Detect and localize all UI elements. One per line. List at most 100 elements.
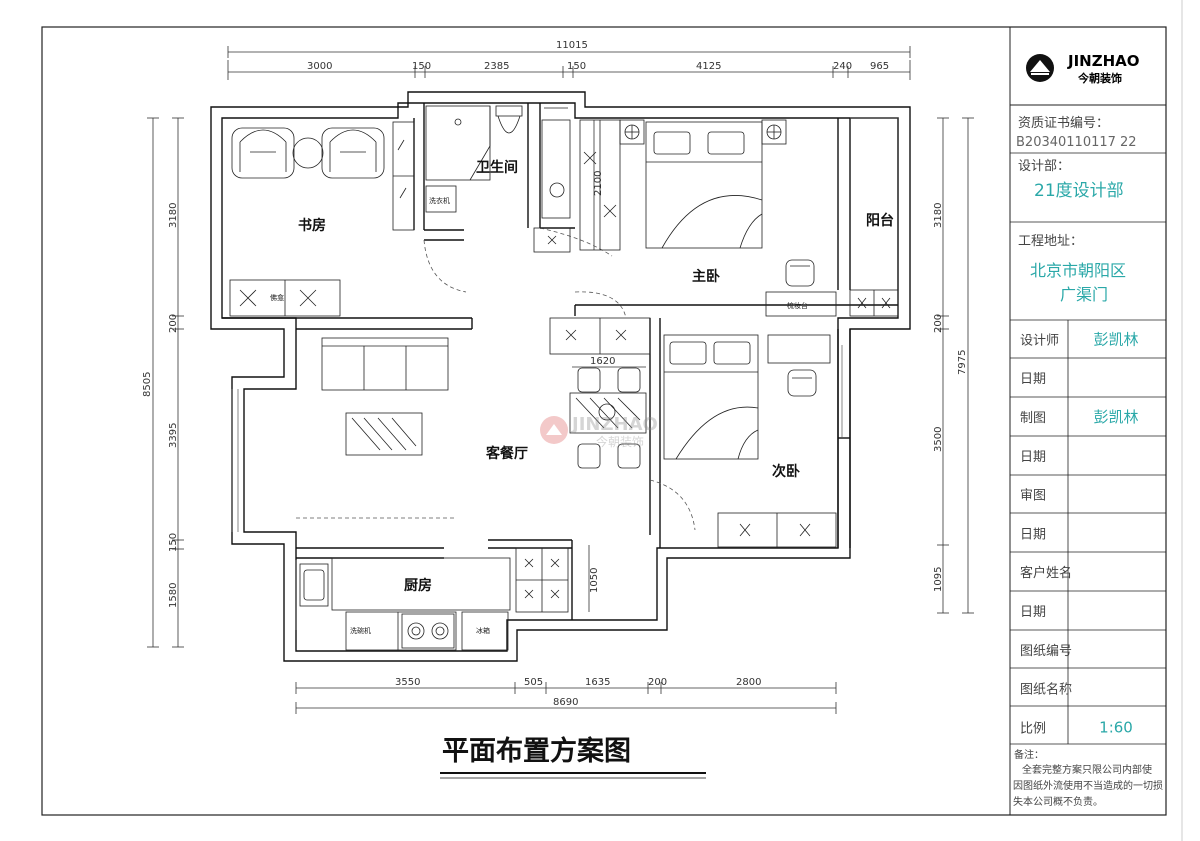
second-bedroom-furniture bbox=[663, 334, 837, 548]
balcony-cabinet bbox=[849, 289, 899, 317]
dept-value: 21度设计部 bbox=[1034, 181, 1124, 201]
fridge-label: 冰箱 bbox=[476, 626, 490, 635]
company-logo: JINZHAO 今朝装饰 bbox=[1026, 52, 1140, 85]
dim-right-seg-4: 1095 bbox=[933, 567, 944, 592]
dim-bottom-total: 8690 bbox=[553, 697, 578, 708]
fridge bbox=[461, 611, 509, 651]
cabinet-row bbox=[549, 317, 651, 355]
dim-wardrobe: 2100 bbox=[593, 171, 604, 196]
title-block-row-label: 客户姓名 bbox=[1020, 565, 1072, 581]
dim-left-seg-4: 150 bbox=[168, 533, 179, 552]
dim-top-seg-4: 150 bbox=[567, 61, 586, 72]
side-table bbox=[292, 137, 324, 169]
dining-chair-4 bbox=[617, 443, 641, 469]
note-line-3: 失本公司概不负责。 bbox=[1013, 795, 1103, 808]
note-line-1: 全套完整方案只限公司内部使 bbox=[1022, 763, 1152, 776]
title-block-row-label: 图纸编号 bbox=[1020, 644, 1072, 659]
kitchen-counter bbox=[331, 557, 511, 611]
watermark: JINZHAO 今朝装饰 bbox=[540, 414, 658, 449]
dim-dining-table: 1620 bbox=[590, 356, 615, 367]
dim-top-seg-1: 3000 bbox=[307, 61, 332, 72]
title-block-row-value: 彭凯林 bbox=[1093, 330, 1138, 348]
dim-top-seg-2: 150 bbox=[412, 61, 431, 72]
shower-drain-icon bbox=[454, 118, 462, 126]
coffee-table bbox=[345, 412, 423, 456]
windows bbox=[231, 117, 898, 630]
title-block: JINZHAO 今朝装饰 资质证书编号： B20340110117 22 设计部… bbox=[1009, 27, 1166, 815]
dim-top-seg-3: 2385 bbox=[484, 61, 509, 72]
living-dining-furniture bbox=[321, 317, 651, 469]
bookcase-label: 佛龛 bbox=[270, 293, 284, 302]
logo-brand-name: JINZHAO bbox=[1067, 52, 1140, 70]
watermark-en: JINZHAO bbox=[570, 414, 658, 435]
dim-left-seg-5: 1580 bbox=[168, 583, 179, 608]
dining-chair-1 bbox=[577, 367, 601, 393]
cert-number: B20340110117 22 bbox=[1016, 135, 1137, 150]
desk-chair bbox=[787, 369, 817, 397]
dim-left-seg-2: 200 bbox=[168, 314, 179, 333]
address-line-1: 北京市朝阳区 bbox=[1030, 261, 1126, 280]
title-block-row-label: 设计师 bbox=[1020, 333, 1059, 348]
title-block-row-value: 1:60 bbox=[1099, 718, 1133, 736]
room-label-balcony: 阳台 bbox=[866, 212, 894, 229]
dim-bottom-seg-2: 505 bbox=[524, 677, 543, 688]
dimension-labels: 11015 3000 150 2385 150 4125 240 965 355… bbox=[142, 40, 968, 708]
master-bed bbox=[645, 121, 763, 249]
title-block-row-label: 日期 bbox=[1020, 450, 1046, 465]
dim-right-seg-1: 3180 bbox=[933, 203, 944, 228]
dim-bottom-seg-4: 200 bbox=[648, 677, 667, 688]
title-block-row-value: 彭凯林 bbox=[1093, 408, 1138, 426]
room-label-master: 主卧 bbox=[692, 268, 720, 285]
second-bed bbox=[663, 334, 759, 460]
room-label-second: 次卧 bbox=[772, 463, 800, 480]
kitchen-fixtures bbox=[299, 547, 569, 651]
sofa bbox=[321, 337, 449, 391]
nightstand-left bbox=[619, 119, 645, 145]
dimension-lines bbox=[147, 46, 974, 714]
dim-left-seg-3: 3395 bbox=[168, 423, 179, 448]
dim-right-total: 7975 bbox=[957, 350, 968, 375]
door-swings bbox=[296, 227, 696, 531]
drawing-title: 平面布置方案图 bbox=[442, 735, 631, 767]
dim-top-seg-6: 240 bbox=[833, 61, 852, 72]
address-line-2: 广渠门 bbox=[1060, 285, 1108, 304]
dim-bottom-seg-3: 1635 bbox=[585, 677, 610, 688]
bookcase bbox=[229, 279, 341, 317]
title-block-row-label: 比例 bbox=[1020, 721, 1046, 736]
vanity-label: 梳妆台 bbox=[787, 301, 808, 310]
dim-left-total: 8505 bbox=[142, 372, 153, 397]
dim-top-total: 11015 bbox=[556, 40, 588, 51]
dining-chair-3 bbox=[577, 443, 601, 469]
armchair-right bbox=[321, 127, 385, 179]
note-label: 备注： bbox=[1014, 748, 1044, 761]
dim-bottom-seg-1: 3550 bbox=[395, 677, 420, 688]
dim-right-seg-3: 3500 bbox=[933, 427, 944, 452]
room-label-living: 客餐厅 bbox=[485, 445, 528, 462]
dim-top-seg-7: 965 bbox=[870, 61, 889, 72]
lower-cabinets bbox=[345, 611, 457, 651]
dim-right-seg-2: 200 bbox=[933, 314, 944, 333]
room-label-kitchen: 厨房 bbox=[404, 577, 432, 594]
cert-label: 资质证书编号： bbox=[1018, 116, 1109, 131]
study-tall-cabinet bbox=[392, 121, 415, 231]
title-block-row-label: 日期 bbox=[1020, 527, 1046, 542]
address-label: 工程地址： bbox=[1018, 234, 1083, 249]
nightstand-right bbox=[761, 119, 787, 145]
kitchen-tall-cabinet bbox=[515, 547, 569, 613]
title-block-row-label: 制图 bbox=[1020, 411, 1046, 426]
dim-bottom-seg-5: 2800 bbox=[736, 677, 761, 688]
armchair-left bbox=[231, 127, 295, 179]
toilet bbox=[495, 105, 523, 134]
title-block-row-label: 图纸名称 bbox=[1020, 682, 1072, 698]
dept-label: 设计部： bbox=[1018, 159, 1070, 174]
washbasin bbox=[541, 107, 571, 219]
dim-top-seg-5: 4125 bbox=[696, 61, 721, 72]
vanity-chair bbox=[785, 259, 815, 287]
room-label-bathroom: 卫生间 bbox=[476, 159, 518, 176]
drawing-border bbox=[41, 26, 1167, 816]
dining-chair-2 bbox=[617, 367, 641, 393]
title-block-row-label: 日期 bbox=[1020, 605, 1046, 620]
desk bbox=[767, 334, 831, 364]
master-bedroom-furniture bbox=[579, 119, 899, 317]
